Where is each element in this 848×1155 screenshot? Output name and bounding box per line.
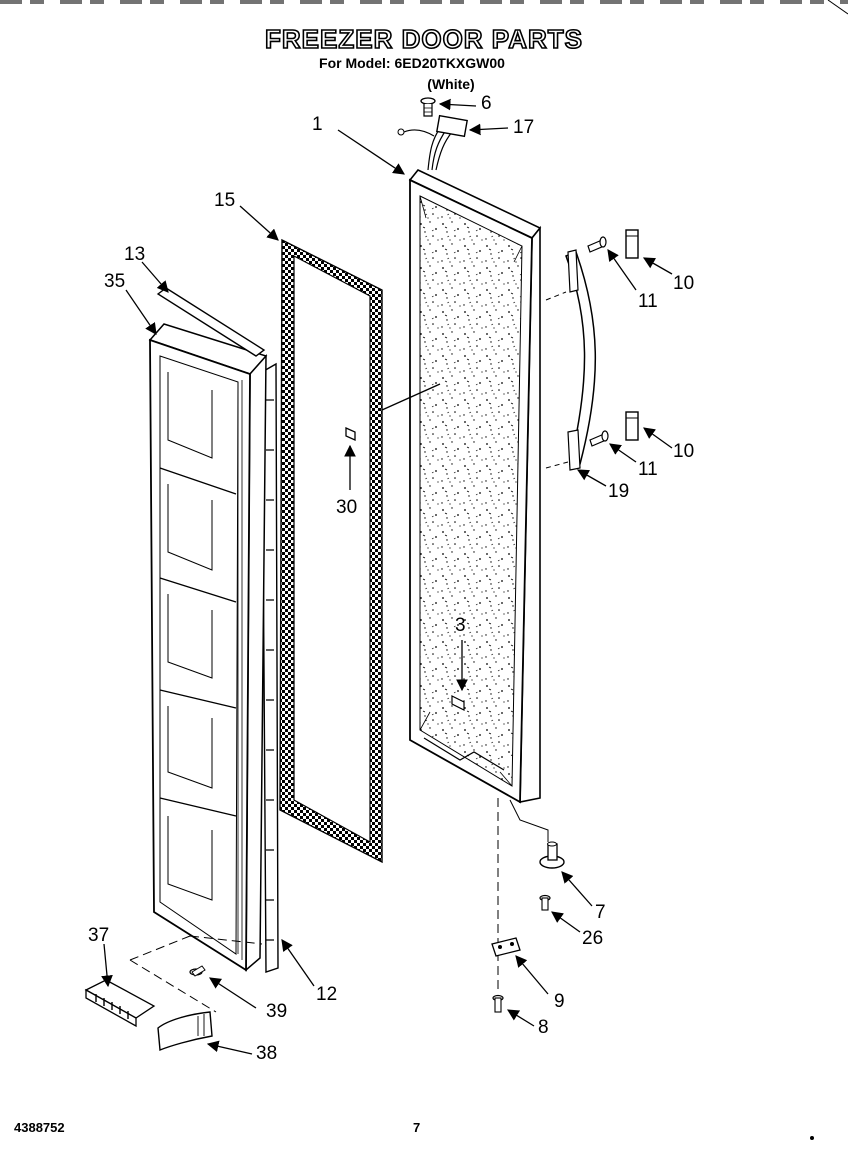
end-cap-lower (625, 411, 639, 441)
bracket-9 (491, 937, 521, 957)
trim-strip (261, 362, 279, 973)
callout-37: 37 (88, 925, 110, 946)
door-liner (148, 323, 268, 972)
color-line: (White) (427, 76, 475, 92)
door-handle (545, 249, 597, 471)
handle-screw-lower (589, 430, 609, 447)
callout-39: 39 (266, 1001, 288, 1022)
wire-harness-17 (397, 114, 468, 171)
callout-11-upper: 11 (638, 291, 658, 312)
callout-19: 19 (608, 481, 630, 502)
model-line: For Model: 6ED20TKXGW00 (319, 55, 505, 71)
callout-12: 12 (316, 984, 338, 1005)
footer-page-number: 7 (413, 1120, 421, 1135)
callout-15: 15 (214, 190, 236, 211)
screw-6 (420, 97, 436, 117)
corner-dot (810, 1136, 814, 1140)
callout-30: 30 (336, 497, 358, 518)
callout-26: 26 (582, 928, 604, 949)
callout-6: 6 (481, 93, 492, 114)
callout-3: 3 (455, 615, 466, 636)
callout-17: 17 (513, 117, 535, 138)
callout-7: 7 (595, 902, 606, 923)
callout-10-lower: 10 (673, 441, 695, 462)
corner-mark (827, 0, 848, 15)
callout-35: 35 (104, 271, 126, 292)
hinge-pin-7 (539, 841, 565, 869)
callout-11-lower: 11 (638, 459, 658, 480)
callout-1: 1 (312, 114, 323, 135)
footer-part-number: 4388752 (14, 1120, 65, 1135)
door-gasket (279, 238, 383, 864)
screw-39 (189, 965, 206, 977)
callout-8: 8 (538, 1017, 549, 1038)
door-stop-part-3 (451, 695, 465, 711)
diagram-title: FREEZER DOOR PARTS (264, 23, 583, 55)
screw-8 (492, 994, 504, 1013)
end-cap-upper (625, 229, 639, 259)
scan-edge-marks (0, 0, 848, 4)
leader-lines (101, 98, 673, 1055)
screw-26 (539, 894, 551, 911)
callout-9: 9 (554, 991, 565, 1012)
callout-10-upper: 10 (673, 273, 695, 294)
handle-screw-upper (587, 236, 607, 253)
callout-38: 38 (256, 1043, 278, 1064)
door-outer-panel (408, 169, 542, 804)
clip-30 (345, 426, 356, 442)
cover-38 (157, 1011, 213, 1051)
callout-13: 13 (124, 244, 146, 265)
grille-37 (84, 979, 156, 1028)
